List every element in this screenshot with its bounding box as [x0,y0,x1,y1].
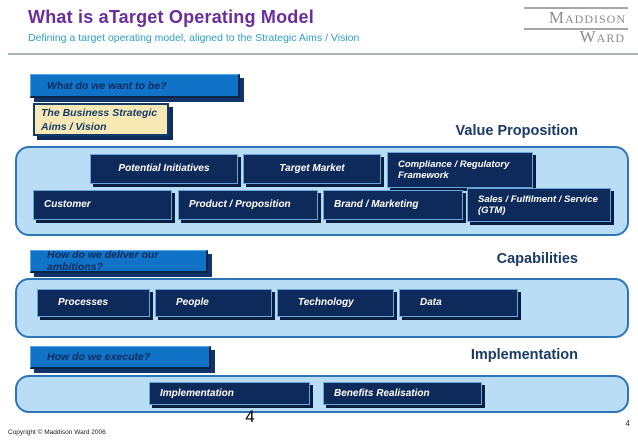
model-box-customer: Customer [33,190,172,220]
model-box-target-market: Target Market [243,154,381,184]
model-box-product-proposition: Product / Proposition [178,190,318,220]
question-box-how-do-we-execute: How do we execute? [30,346,211,369]
header-divider [8,53,638,55]
logo-word-maddison: Maddison [524,7,628,30]
logo-word-ward: Ward [579,26,625,46]
model-box-potential-initiatives: Potential Initiatives [90,154,238,184]
model-box-implementation: Implementation [149,382,310,405]
page-number-center: 4 [245,407,255,426]
model-box-data: Data [399,289,518,317]
model-box-brand-marketing: Brand / Marketing [323,190,463,220]
maddison-ward-logo: Maddison Ward [524,7,628,46]
value-proposition-container: Potential Initiatives Target Market Comp… [15,146,629,236]
section-heading-value-proposition: Value Proposition [455,123,578,139]
question-box-what-do-we-want-to-be: What do we want to be? [30,74,240,98]
section-heading-capabilities: Capabilities [496,251,578,267]
section-heading-implementation: Implementation [470,347,578,363]
model-box-processes: Processes [37,289,150,317]
capabilities-container: Processes People Technology Data [15,278,629,338]
model-box-sales-fulfilment-service: Sales / Fulfilment / Service (GTM) [467,188,611,222]
model-box-benefits-realisation: Benefits Realisation [323,382,482,405]
question-box-how-do-we-deliver: How do we deliver our ambitions? [30,249,208,273]
page-number-right: 4 [625,419,630,428]
implementation-container: Implementation Benefits Realisation [15,375,629,413]
model-box-compliance-regulatory-framework: Compliance / Regulatory Framework [387,152,533,188]
slide-title: What is aTarget Operating Model [28,7,314,27]
copyright-text: Copyright © Maddison Ward 2006 [8,429,106,436]
business-strategic-aims-box: The Business Strategic Aims / Vision [33,103,169,136]
model-box-people: People [155,289,272,317]
slide-subtitle: Defining a target operating model, align… [28,32,360,44]
model-box-technology: Technology [277,289,394,317]
